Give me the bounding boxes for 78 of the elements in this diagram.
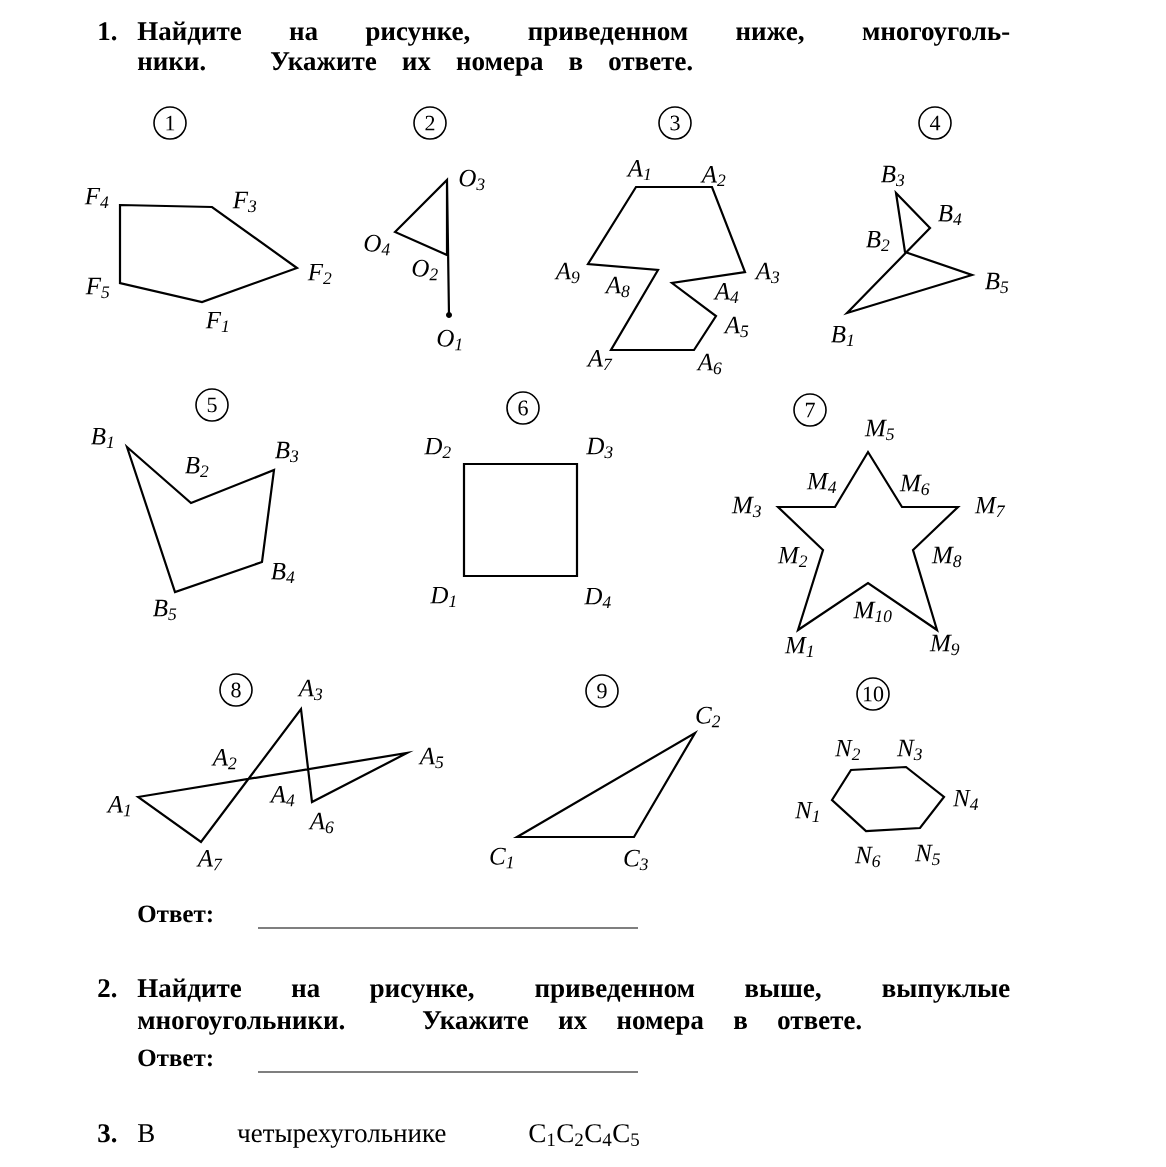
- vertex-label: A$_{6}$: [696, 353, 722, 375]
- circled-number: 2: [413, 106, 447, 140]
- vertex-label: A$_{4}$: [713, 282, 739, 304]
- circled-number: 5: [195, 388, 229, 422]
- circled-number: 4: [918, 106, 952, 140]
- vertex-label: O$_{3}$: [459, 169, 485, 191]
- vertex-label: B$_{3}$: [275, 441, 299, 463]
- vertex-label: A$_{1}$: [106, 795, 130, 817]
- circled-number: 7: [793, 393, 827, 427]
- vertex-label: B$_{2}$: [185, 456, 209, 478]
- vertex-label: M$_{3}$: [731, 496, 761, 518]
- vertex-label: O$_{2}$: [412, 259, 438, 281]
- vertex-label: M$_{5}$: [864, 419, 894, 441]
- vertex-label: B$_{4}$: [271, 562, 295, 584]
- vertex-label: N$_{6}$: [854, 846, 881, 868]
- answer-label: Ответ:: [138, 1049, 212, 1067]
- vertex-label: M$_{9}$: [929, 634, 960, 656]
- circled-number: 6: [506, 391, 540, 425]
- vertex-label: A$_{5}$: [418, 747, 444, 769]
- task-text: Найдите на рисунке, приведенном ниже, многоуголь-: [137, 21, 1010, 46]
- vertex-label: A$_{2}$: [700, 165, 726, 187]
- vertex-label: D$_{3}$: [586, 437, 613, 459]
- vertex-label: N$_{5}$: [914, 844, 940, 866]
- vertex-label: B$_{1}$: [831, 325, 853, 347]
- vertex-label: M$_{1}$: [784, 636, 813, 658]
- vertex-label: N$_{3}$: [896, 739, 922, 761]
- vertex-label: B$_{2}$: [866, 230, 890, 252]
- task-text: Найдите на рисунке, приведенном выше, выпуклые: [137, 978, 1010, 1003]
- vertex-label: A$_{1}$: [626, 159, 650, 181]
- vertex-label: A$_{3}$: [297, 679, 323, 701]
- vertex-label: A$_{5}$: [723, 316, 749, 338]
- vertex-label: F$_{1}$: [205, 311, 228, 333]
- vertex-label: A$_{7}$: [196, 849, 223, 871]
- vertex-label: B$_{4}$: [938, 204, 962, 226]
- vertex-label: D$_{1}$: [430, 586, 456, 608]
- vertex-label: B$_{1}$: [91, 427, 113, 449]
- vertex-label: A$_{2}$: [211, 748, 237, 770]
- vertex-label: M$_{2}$: [777, 546, 808, 568]
- item-number: 1.: [99, 22, 117, 41]
- vertex-label: O$_{1}$: [437, 329, 462, 351]
- vertex-label: C$_{1}$: [490, 847, 513, 869]
- circled-number: 10: [856, 677, 890, 711]
- vertex-label: C$_{3}$: [624, 849, 648, 871]
- vertex-label: B$_{5}$: [153, 599, 177, 621]
- task-text: ники. Укажите их номера в ответе.: [137, 52, 692, 76]
- answer-label: Ответ:: [138, 905, 212, 923]
- circled-number: 8: [219, 673, 253, 707]
- vertex-label: M$_{10}$: [853, 601, 892, 623]
- vertex-label: B$_{3}$: [881, 165, 905, 187]
- vertex-label: M$_{7}$: [974, 496, 1006, 518]
- vertex-label: N$_{2}$: [834, 739, 861, 761]
- vertex-label: N$_{1}$: [794, 801, 819, 823]
- vertex-label: N$_{4}$: [952, 789, 979, 811]
- vertex-label: A$_{8}$: [604, 276, 630, 298]
- item-number: 3.: [98, 1124, 117, 1143]
- circled-number: 3: [658, 106, 692, 140]
- circled-number: 1: [153, 106, 187, 140]
- task-text: многоугольники. Укажите их номера в ответе.: [137, 1011, 861, 1035]
- vertex-label: F$_{4}$: [84, 187, 109, 209]
- circled-number: 9: [585, 674, 619, 708]
- vertex-label: A$_{9}$: [554, 262, 580, 284]
- vertex-label: O$_{4}$: [364, 234, 390, 256]
- vertex-label: A$_{6}$: [308, 812, 334, 834]
- vertex-label: M$_{6}$: [899, 474, 930, 496]
- vertex-label: A$_{3}$: [754, 262, 780, 284]
- vertex-label: B$_{5}$: [985, 272, 1009, 294]
- vertex-label: M$_{8}$: [931, 546, 962, 568]
- vertex-label: D$_{4}$: [584, 587, 611, 609]
- vertex-label: F$_{2}$: [307, 263, 332, 285]
- task-text: В четырехугольнике C$_{1}$C$_{2}$C$_{4}$C$_{5}$: [138, 1124, 639, 1148]
- vertex-label: D$_{2}$: [424, 437, 451, 459]
- vertex-label: A$_{4}$: [269, 785, 295, 807]
- vertex-label: M$_{4}$: [806, 472, 837, 494]
- vertex-label: A$_{7}$: [586, 349, 613, 371]
- vertex-label: F$_{3}$: [232, 191, 257, 213]
- vertex-label: C$_{2}$: [696, 706, 721, 728]
- vertex-label: F$_{5}$: [85, 277, 110, 299]
- item-number: 2.: [98, 979, 117, 998]
